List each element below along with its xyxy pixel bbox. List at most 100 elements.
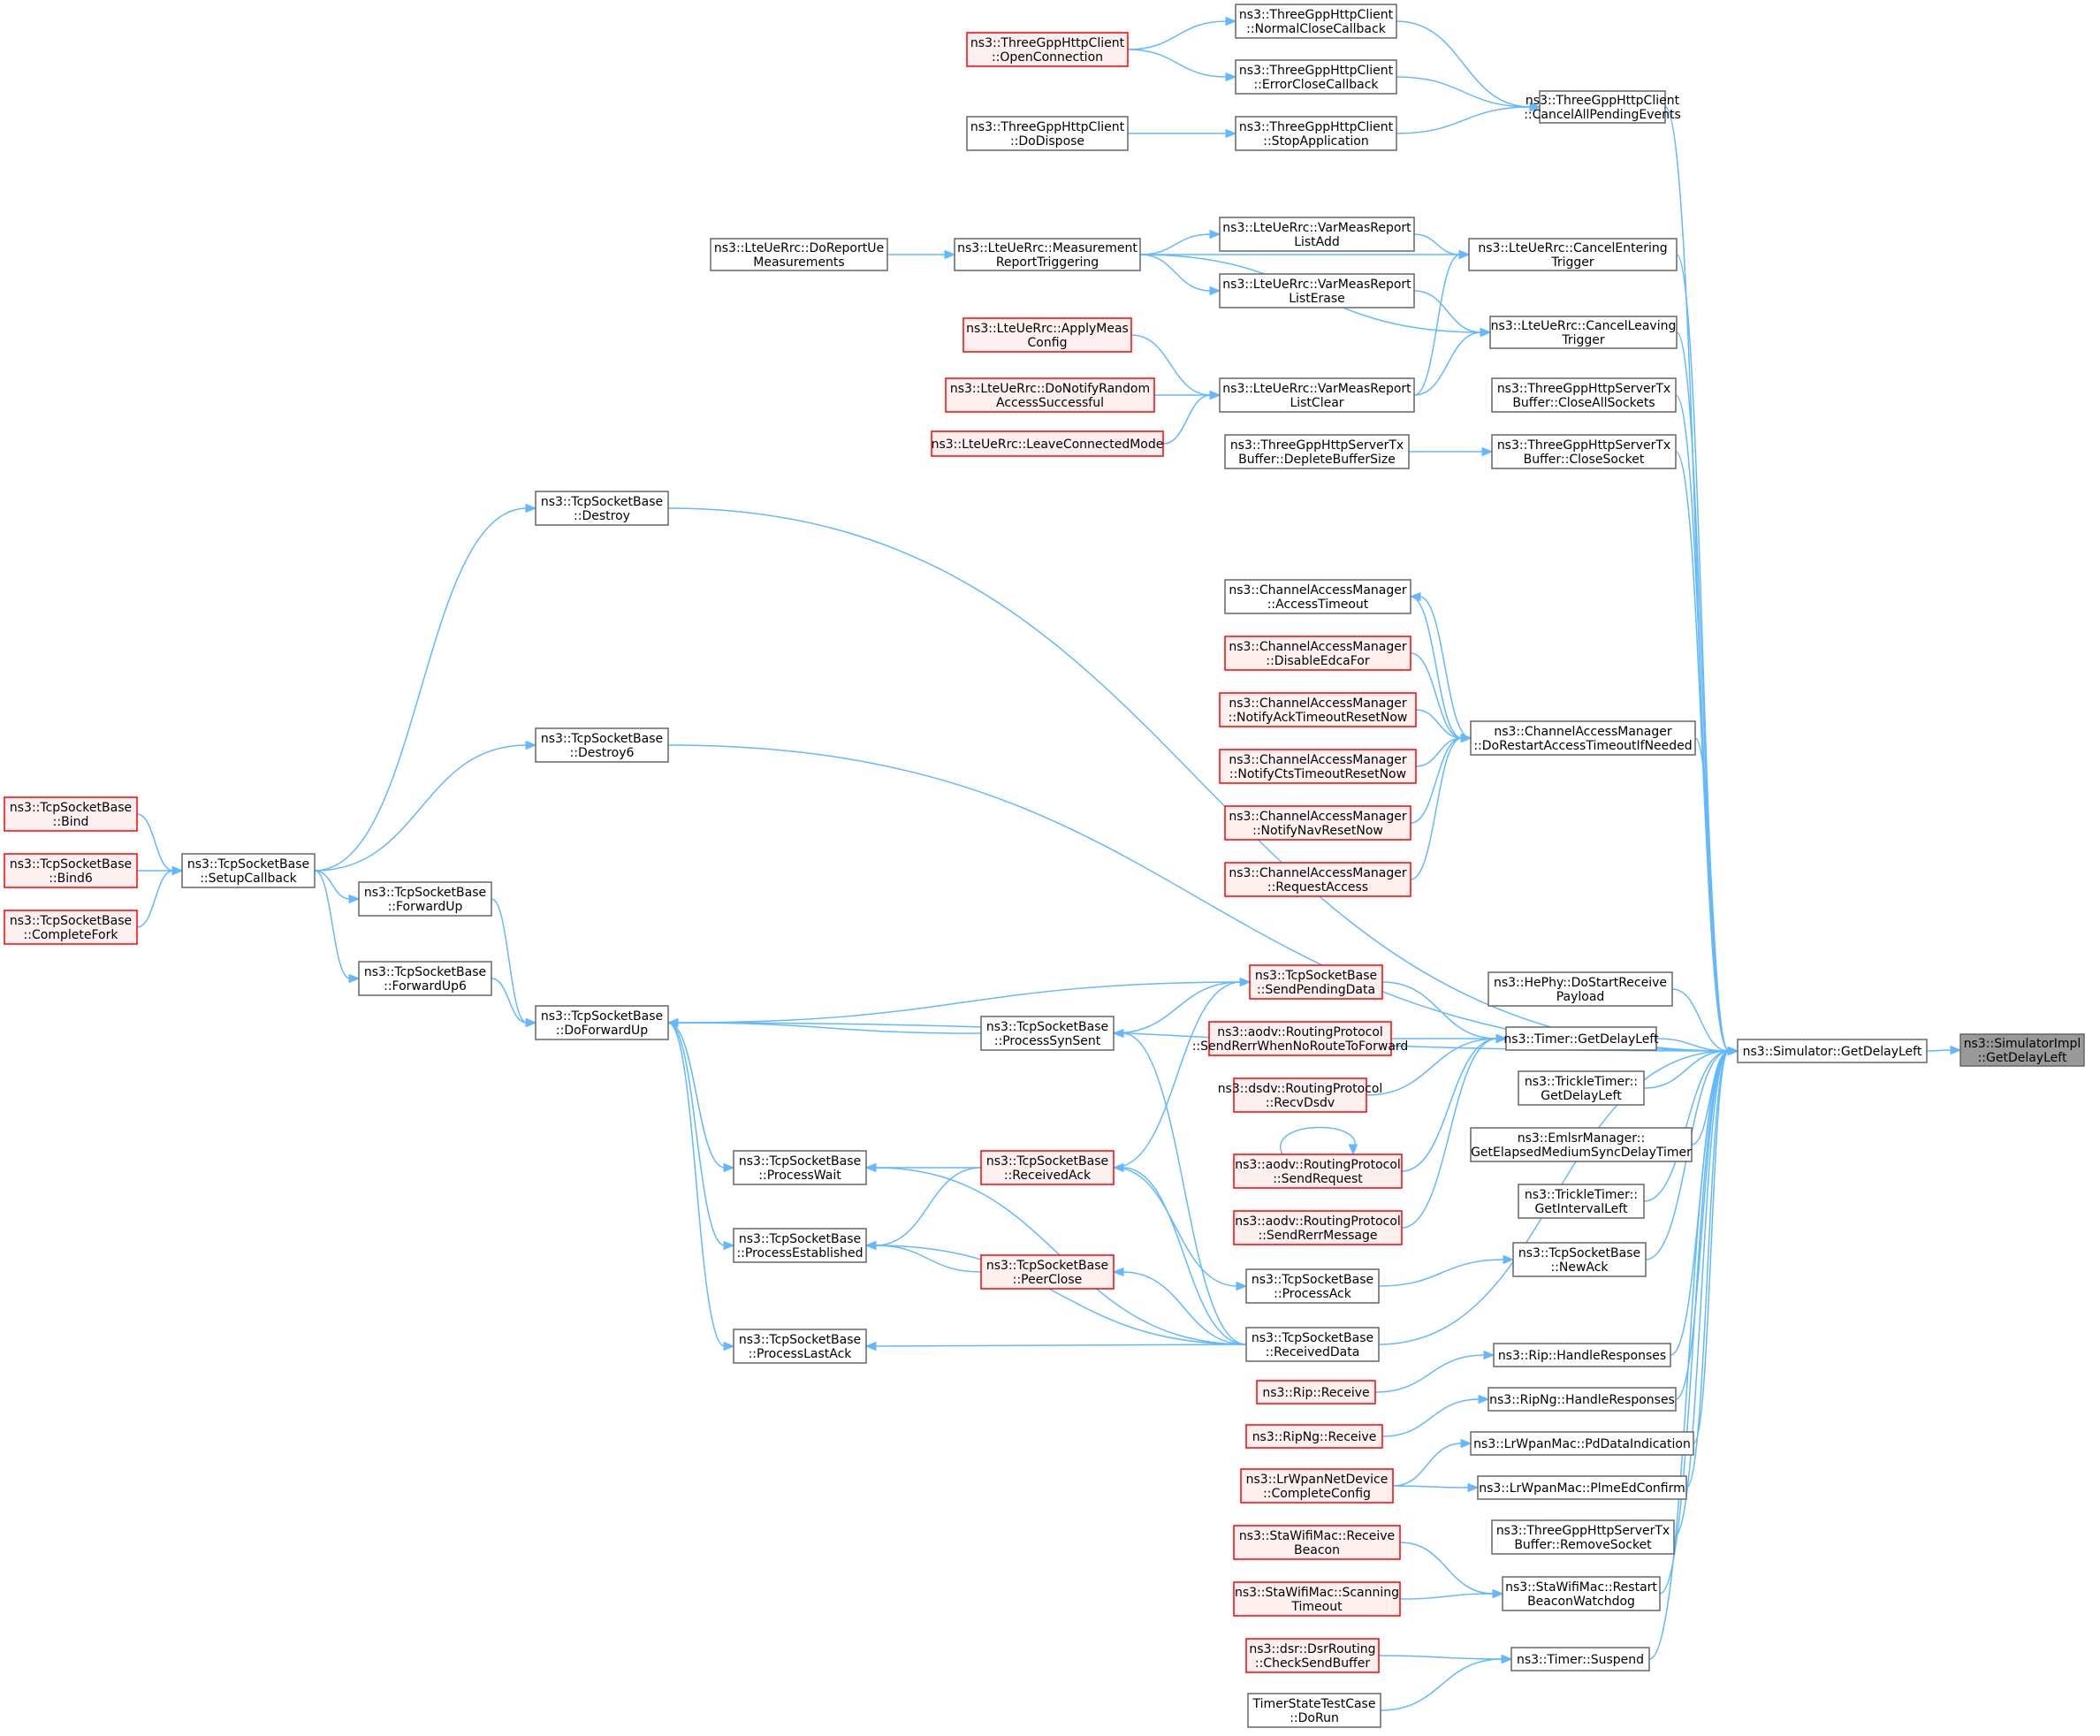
node-cam_nct[interactable]: ns3::ChannelAccessManager::NotifyCtsTime… [1219,749,1417,784]
node-rack[interactable]: ns3::TcpSocketBase::ReceivedAck [980,1150,1115,1185]
node-cs[interactable]: ns3::ThreeGppHttpServerTxBuffer::CloseSo… [1491,434,1677,469]
node-bind6[interactable]: ns3::TcpSocketBase::Bind6 [4,853,138,888]
node-sim[interactable]: ns3::Simulator::GetDelayLeft [1737,1039,1928,1063]
node-tstc[interactable]: TimerStateTestCase::DoRun [1247,1693,1381,1728]
node-pss[interactable]: ns3::TcpSocketBase::ProcessSynSent [980,1016,1115,1051]
node-dodisp[interactable]: ns3::ThreeGppHttpClient::DoDispose [966,116,1129,151]
edge-rdata-to-pclose [1112,1267,1247,1345]
edge-line [1396,76,1532,108]
node-cam_nnr[interactable]: ns3::ChannelAccessManager::NotifyNavRese… [1224,805,1411,841]
edge-line [667,1022,726,1347]
node-spd[interactable]: ns3::TcpSocketBase::SendPendingData [1249,964,1383,1000]
node-ripnghr[interactable]: ns3::RipNg::HandleResponses [1488,1387,1677,1412]
node-lrcc[interactable]: ns3::LrWpanNetDevice::CompleteConfig [1240,1468,1394,1504]
edge-ncc-to-cape [1396,20,1541,112]
node-label-line: ns3::TcpSocketBase [739,1333,861,1347]
node-box [966,116,1129,151]
node-srwnr[interactable]: ns3::aodv::RoutingProtocol::SendRerrWhen… [1192,1021,1409,1056]
node-fwdup[interactable]: ns3::TcpSocketBase::ForwardUp [358,881,492,917]
node-dofwdup[interactable]: ns3::TcpSocketBase::DoForwardUp [535,1005,669,1040]
edge-line [667,507,1730,1052]
node-cfork[interactable]: ns3::TcpSocketBase::CompleteFork [4,910,138,945]
node-dsrcsb[interactable]: ns3::dsr::DsrRouting::CheckSendBuffer [1245,1638,1380,1673]
node-pddi[interactable]: ns3::LrWpanMac::PdDataIndication [1470,1431,1694,1456]
node-ttgil[interactable]: ns3::TrickleTimer::GetIntervalLeft [1518,1184,1645,1219]
node-lcm[interactable]: ns3::LteUeRrc::LeaveConnectedMode [931,430,1164,457]
edge-arrowhead [1501,1654,1513,1664]
node-cape[interactable]: ns3::ThreeGppHttpClient::CancelAllPendin… [1524,90,1681,124]
node-plack[interactable]: ns3::TcpSocketBase::ProcessLastAck [733,1329,867,1364]
node-pwait[interactable]: ns3::TcpSocketBase::ProcessWait [733,1150,867,1185]
node-label-line: ::ForwardUp [388,900,463,914]
node-destroy[interactable]: ns3::TcpSocketBase::Destroy [535,491,669,526]
node-label-line: ::ForwardUp6 [384,979,467,994]
node-label-line: ::CheckSendBuffer [1255,1656,1370,1671]
node-box [535,491,669,526]
node-cam_def[interactable]: ns3::ChannelAccessManager::DisableEdcaFo… [1224,636,1411,671]
node-riprecv[interactable]: ns3::Rip::Receive [1256,1380,1376,1405]
node-bind[interactable]: ns3::TcpSocketBase::Bind [4,796,138,832]
node-label-line: ::RecvDsdv [1266,1096,1335,1110]
edge-arrowhead [348,973,361,984]
node-label-line: ns3::Timer::Suspend [1517,1653,1644,1667]
node-riphr[interactable]: ns3::Rip::HandleResponses [1493,1343,1671,1367]
node-ncc[interactable]: ns3::ThreeGppHttpClient::NormalCloseCall… [1235,4,1397,39]
edge-arrowhead [1483,1350,1495,1360]
node-cam_nat[interactable]: ns3::ChannelAccessManager::NotifyAckTime… [1219,692,1417,727]
node-sapp[interactable]: ns3::ThreeGppHttpClient::StopApplication [1235,116,1397,151]
node-label-line: ::NormalCloseCallback [1246,22,1387,36]
node-ripngrecv[interactable]: ns3::RipNg::Receive [1245,1424,1383,1449]
node-cas[interactable]: ns3::ThreeGppHttpServerTxBuffer::CloseAl… [1491,377,1677,413]
edge-arrowhead [864,1341,877,1351]
edge-sapp-to-cape [1396,102,1541,134]
node-ecc[interactable]: ns3::ThreeGppHttpClient::ErrorCloseCallb… [1235,59,1397,95]
node-rsock[interactable]: ns3::ThreeGppHttpServerTxBuffer::RemoveS… [1491,1519,1675,1555]
node-ttgdl[interactable]: ns3::TrickleTimer::GetDelayLeft [1518,1070,1645,1106]
node-tsus[interactable]: ns3::Timer::Suspend [1510,1647,1650,1671]
node-dnras[interactable]: ns3::LteUeRrc::DoNotifyRandomAccessSucce… [945,377,1155,413]
node-newack[interactable]: ns3::TcpSocketBase::NewAck [1512,1242,1647,1277]
edge-line [874,1344,1247,1347]
node-box [1488,1387,1677,1412]
node-label-line: ns3::TcpSocketBase [541,732,663,746]
node-mrt[interactable]: ns3::LteUeRrc::MeasurementReportTriggeri… [954,238,1141,271]
node-destroy6[interactable]: ns3::TcpSocketBase::Destroy6 [535,727,669,763]
node-rdata[interactable]: ns3::TcpSocketBase::ReceivedData [1245,1327,1380,1362]
node-pest[interactable]: ns3::TcpSocketBase::ProcessEstablished [733,1228,867,1263]
node-rdsdv[interactable]: ns3::dsdv::RoutingProtocol::RecvDsdv [1218,1077,1383,1113]
edge-line [491,978,528,1024]
node-cam_ato[interactable]: ns3::ChannelAccessManager::AccessTimeout [1224,579,1411,614]
node-oconn[interactable]: ns3::ThreeGppHttpClient::OpenConnection [966,32,1129,67]
node-label-line: ns3::ThreeGppHttpClient [970,120,1125,134]
node-srm[interactable]: ns3::aodv::RoutingProtocol::SendRerrMess… [1233,1210,1403,1245]
node-pedc[interactable]: ns3::LrWpanMac::PlmeEdConfirm [1477,1475,1687,1500]
node-cam_ra[interactable]: ns3::ChannelAccessManager::RequestAccess [1224,862,1411,897]
node-setupcb[interactable]: ns3::TcpSocketBase::SetupCallback [181,853,316,888]
node-label-line: ::GetDelayLeft [1978,1051,2067,1065]
node-tgdl[interactable]: ns3::Timer::GetDelayLeft [1503,1026,1659,1051]
node-cam_drat[interactable]: ns3::ChannelAccessManager::DoRestartAcce… [1470,720,1696,756]
node-emlsr[interactable]: ns3::EmlsrManager::GetElapsedMediumSyncD… [1470,1127,1693,1162]
node-label-line: ns3::TcpSocketBase [1255,969,1377,983]
edge-fwdup-to-dofwdup [491,898,537,1028]
edge-arrowhead [1950,1045,1962,1055]
node-pclose[interactable]: ns3::TcpSocketBase::PeerClose [980,1254,1115,1290]
node-pack[interactable]: ns3::TcpSocketBase::ProcessAck [1245,1268,1380,1304]
node-root[interactable]: ns3::SimulatorImpl::GetDelayLeft [1959,1033,2085,1067]
node-dbs[interactable]: ns3::ThreeGppHttpServerTxBuffer::Deplete… [1224,434,1410,469]
node-box [1208,1021,1392,1056]
node-label-line: Trigger [1561,333,1605,347]
node-sreq[interactable]: ns3::aodv::RoutingProtocol::SendRequest [1233,1154,1403,1189]
node-fwdup6[interactable]: ns3::TcpSocketBase::ForwardUp6 [358,961,492,996]
